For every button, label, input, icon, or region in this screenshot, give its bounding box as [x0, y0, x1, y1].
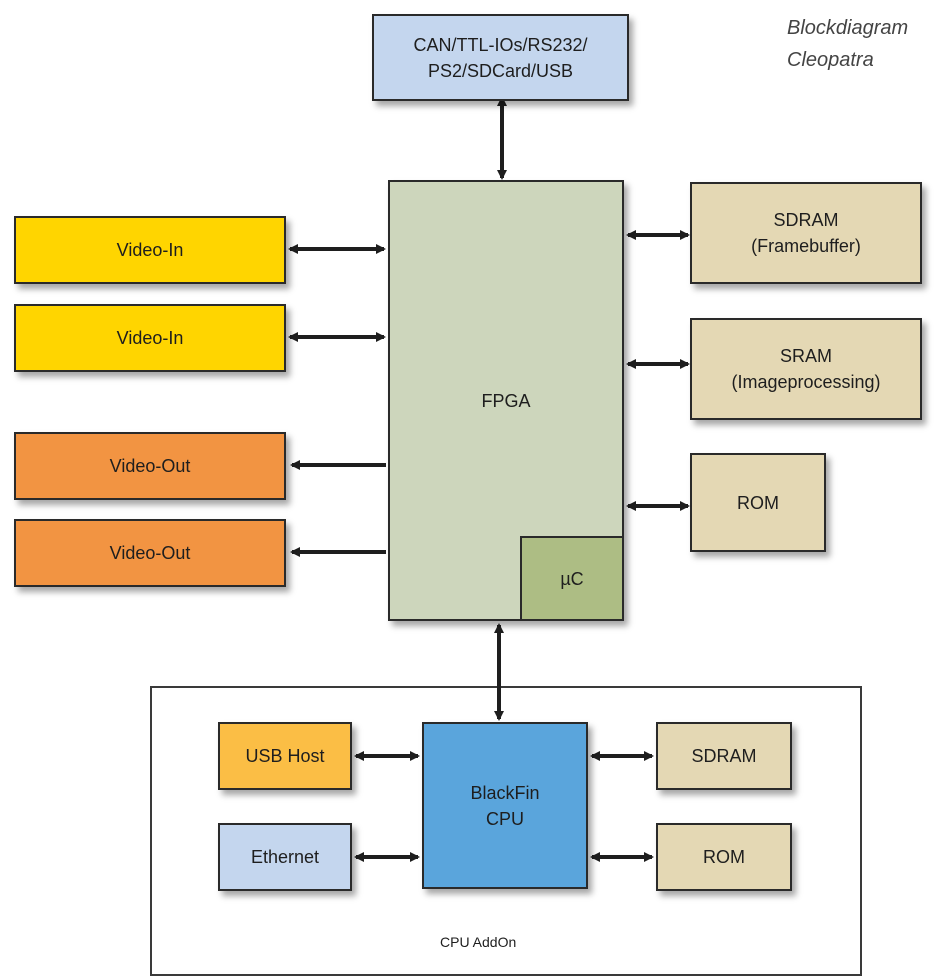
sdram-cpu-block: SDRAM — [656, 722, 792, 790]
blackfin-cpu-block: BlackFin CPU — [422, 722, 588, 889]
video-out-block-1: Video-Out — [14, 432, 286, 500]
diagram-title: Blockdiagram Cleopatra — [787, 12, 908, 76]
connection-arrows — [288, 96, 690, 862]
uc-block: µC — [520, 536, 624, 621]
fpga-label: FPGA — [481, 390, 531, 411]
title-line-2: Cleopatra — [787, 49, 874, 71]
sdram-framebuffer-block: SDRAM (Framebuffer) — [690, 182, 922, 284]
cpu-addon-label: CPU AddOn — [440, 934, 517, 950]
video-out-block-2: Video-Out — [14, 519, 286, 587]
video-in-block-2: Video-In — [14, 304, 286, 372]
usb-host-block: USB Host — [218, 722, 352, 790]
io-block: CAN/TTL-IOs/RS232/ PS2/SDCard/USB — [372, 14, 629, 101]
ethernet-block: Ethernet — [218, 823, 352, 891]
rom-block: ROM — [690, 453, 826, 552]
video-in-block-1: Video-In — [14, 216, 286, 284]
sram-imageprocessing-block: SRAM (Imageprocessing) — [690, 318, 922, 420]
rom-cpu-block: ROM — [656, 823, 792, 891]
title-line-1: Blockdiagram — [787, 17, 909, 39]
